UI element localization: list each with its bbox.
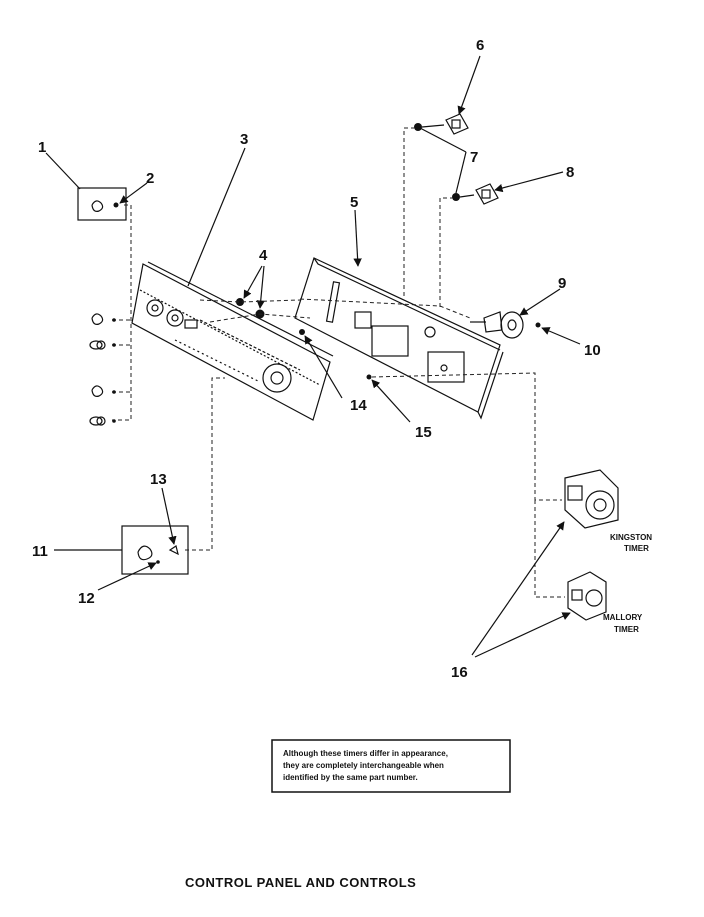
callout-11: 11 xyxy=(32,543,48,560)
leader-1 xyxy=(45,152,81,190)
leader-3 xyxy=(187,147,246,287)
leader-6 xyxy=(457,55,481,115)
knob-card-part-1 xyxy=(77,187,127,221)
note-line-3: identified by the same part number. xyxy=(283,773,418,782)
knob-card-part-11 xyxy=(121,525,189,575)
leader-15 xyxy=(371,379,411,423)
interchangeability-note: Although these timers differ in appearan… xyxy=(271,739,511,793)
callout-6: 6 xyxy=(476,37,484,54)
leader-10 xyxy=(541,327,581,345)
note-line-2: they are completely interchangeable when xyxy=(283,761,444,770)
kingston-timer xyxy=(564,469,619,529)
leader-4b xyxy=(256,265,265,309)
callout-16: 16 xyxy=(451,664,468,681)
switch-8-dashed-link xyxy=(439,197,452,307)
callout-10: 10 xyxy=(584,342,601,359)
callout-9: 9 xyxy=(558,275,566,292)
switch-part-8 xyxy=(452,183,499,205)
knob-card-dashed-link xyxy=(185,377,225,551)
callout-14: 14 xyxy=(350,397,367,414)
leader-16a xyxy=(471,521,565,656)
mallory-timer xyxy=(567,571,607,621)
screw-part-14 xyxy=(299,329,305,335)
knob-dashed-link xyxy=(112,204,132,421)
kingston-label-1: KINGSTON xyxy=(610,533,652,542)
mallory-label-2: TIMER xyxy=(614,625,639,634)
screw-part-15 xyxy=(366,374,372,380)
leader-9 xyxy=(519,288,561,316)
callout-8: 8 xyxy=(566,164,574,181)
leader-7a xyxy=(419,127,467,153)
leader-14 xyxy=(304,335,343,399)
diagram-title: CONTROL PANEL AND CONTROLS xyxy=(185,875,416,890)
callout-1: 1 xyxy=(38,139,46,156)
selector-part-9 xyxy=(470,311,524,339)
callout-3: 3 xyxy=(240,131,248,148)
callout-5: 5 xyxy=(350,194,358,211)
callout-15: 15 xyxy=(415,424,432,441)
callout-12: 12 xyxy=(78,590,95,607)
timer-dashed-link xyxy=(371,372,562,501)
switch-6-dashed-link xyxy=(403,127,414,296)
leader-5 xyxy=(353,209,362,267)
leader-8 xyxy=(494,171,564,193)
callout-4: 4 xyxy=(259,247,268,264)
leader-12 xyxy=(97,562,157,591)
leader-4a xyxy=(243,265,263,299)
switch-part-6 xyxy=(414,113,469,135)
callout-2: 2 xyxy=(146,170,154,187)
knob-set-left xyxy=(89,313,116,426)
front-panel-part-3 xyxy=(131,261,334,421)
callout-7: 7 xyxy=(470,149,478,166)
control-housing-part-5 xyxy=(294,257,504,420)
note-line-1: Although these timers differ in appearan… xyxy=(283,749,448,758)
mallory-label-1: MALLORY xyxy=(603,613,643,622)
leader-16b xyxy=(474,612,571,658)
callout-13: 13 xyxy=(150,471,167,488)
kingston-label-2: TIMER xyxy=(624,544,649,553)
leader-13 xyxy=(161,487,177,545)
screw-part-10 xyxy=(535,322,541,328)
leader-7b xyxy=(455,151,467,194)
leader-2 xyxy=(119,182,148,204)
